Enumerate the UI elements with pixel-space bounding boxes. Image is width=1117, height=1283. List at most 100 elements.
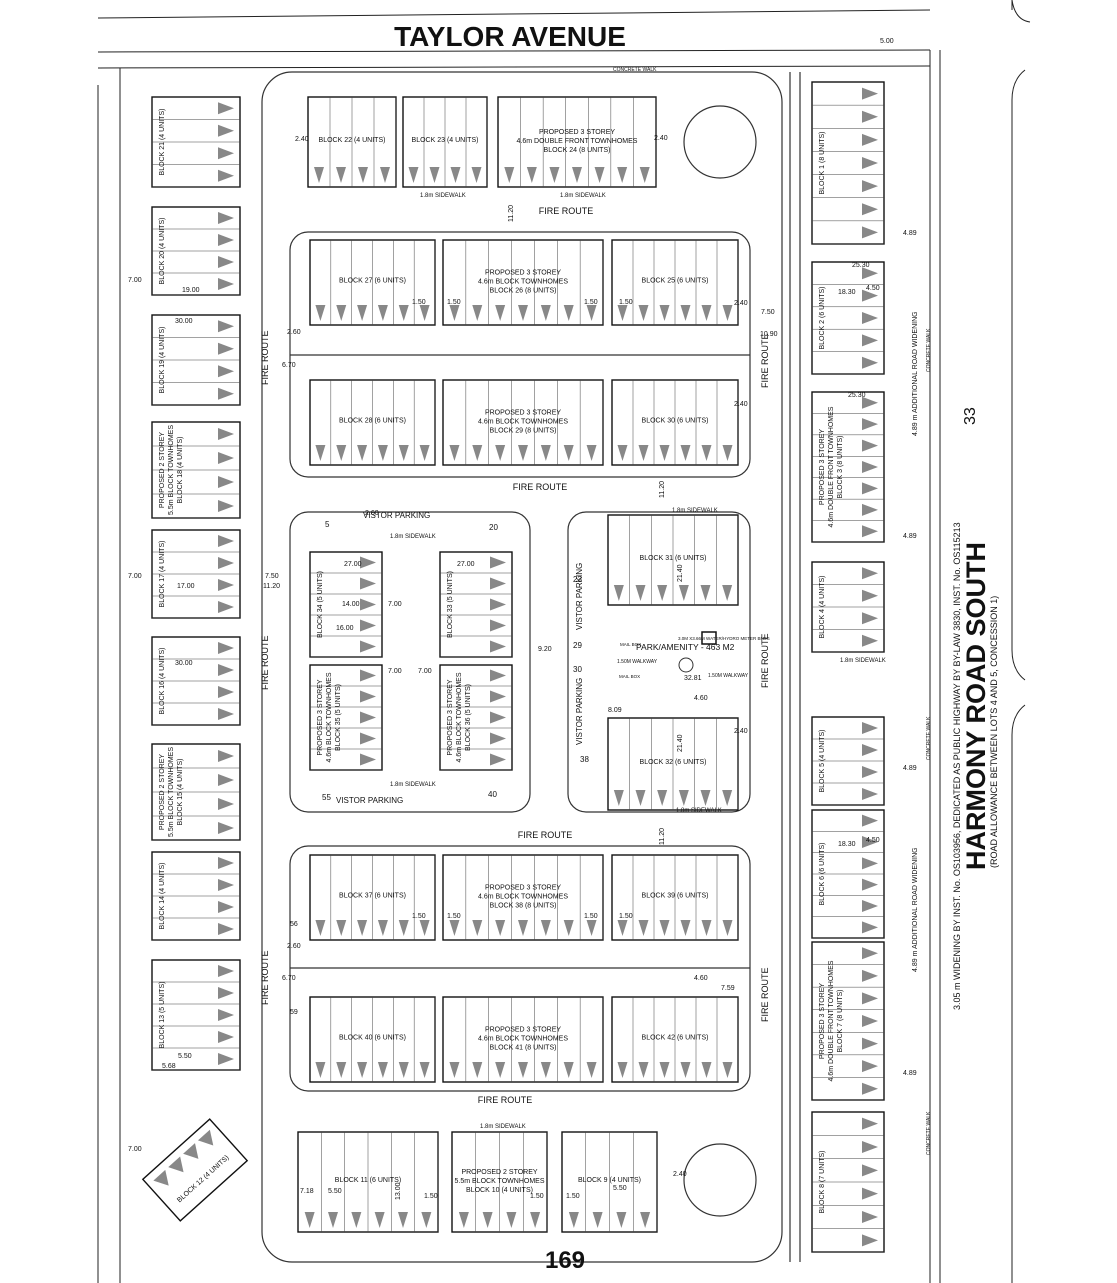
- unit-marker: [218, 664, 234, 676]
- block-label: BLOCK 7 (8 UNITS): [837, 989, 844, 1052]
- unit-marker: [635, 790, 646, 806]
- block-label: BLOCK 19 (4 UNITS): [159, 327, 166, 394]
- block-b2[interactable]: BLOCK 2 (6 UNITS): [811, 261, 885, 375]
- parking-number-40: 40: [488, 790, 497, 799]
- block-description: 4.6m DOUBLE FRONT TOWNHOMES: [517, 138, 638, 145]
- unit-marker: [495, 920, 506, 936]
- block-b32[interactable]: BLOCK 32 (6 UNITS): [607, 717, 739, 811]
- block-b14[interactable]: BLOCK 14 (4 UNITS): [151, 851, 241, 941]
- block-b22[interactable]: BLOCK 22 (4 UNITS): [307, 96, 397, 188]
- block-b9[interactable]: BLOCK 9 (4 UNITS): [561, 1131, 658, 1233]
- visitor-parking-label-3: VISTOR PARKING: [575, 678, 584, 745]
- unit-marker: [336, 305, 347, 321]
- unit-marker: [862, 567, 878, 580]
- unit-marker: [377, 445, 388, 461]
- unit-marker: [518, 1062, 528, 1078]
- unit-marker: [218, 500, 234, 512]
- unit-marker: [495, 305, 506, 321]
- block-b28[interactable]: BLOCK 28 (6 UNITS): [309, 379, 436, 466]
- dim-1120c: 11.20: [659, 828, 666, 845]
- block-b1[interactable]: BLOCK 1 (8 UNITS): [811, 81, 885, 245]
- block-label: BLOCK 16 (4 UNITS): [159, 648, 166, 715]
- dim-550b: 5.50: [328, 1188, 342, 1195]
- unit-marker: [518, 445, 528, 461]
- parking-number-55: 55: [322, 793, 331, 802]
- block-b31[interactable]: BLOCK 31 (6 UNITS): [607, 514, 739, 606]
- block-b5[interactable]: BLOCK 5 (4 UNITS): [811, 716, 885, 806]
- unit-marker: [495, 445, 506, 461]
- block-label: BLOCK 29 (8 UNITS): [490, 428, 557, 435]
- fire-route-label-9: FIRE ROUTE: [760, 633, 770, 688]
- dim-1300: 13.00: [395, 1182, 402, 1200]
- sidewalk-label-1: 1.8m SIDEWALK: [420, 193, 466, 199]
- walkway-label-2: 1.50M WALKWAY: [708, 673, 749, 679]
- block-b33[interactable]: BLOCK 33 (5 UNITS): [439, 551, 513, 658]
- block-label: BLOCK 13 (5 UNITS): [159, 982, 166, 1049]
- unit-marker: [862, 1060, 878, 1073]
- unit-marker: [862, 947, 878, 960]
- dim-150h: 1.50: [619, 913, 633, 920]
- page-number: 169: [545, 1247, 585, 1274]
- block-b16[interactable]: BLOCK 16 (4 UNITS): [151, 636, 241, 726]
- block-b37[interactable]: BLOCK 37 (6 UNITS): [309, 854, 436, 941]
- dim-460: 4.60: [694, 695, 708, 702]
- block-b12[interactable]: BLOCK 12 (4 UNITS): [141, 1118, 249, 1222]
- unit-marker: [218, 601, 234, 613]
- block-b25[interactable]: BLOCK 25 (6 UNITS): [611, 239, 739, 326]
- unit-marker: [862, 589, 878, 602]
- block-b6[interactable]: BLOCK 6 (6 UNITS): [811, 809, 885, 939]
- unit-marker: [315, 920, 326, 936]
- dim-1900: 19.00: [182, 287, 200, 294]
- unit-marker: [315, 445, 326, 461]
- block-b13[interactable]: BLOCK 13 (5 UNITS): [151, 959, 241, 1071]
- unit-marker: [862, 1211, 878, 1223]
- block-label: BLOCK 23 (4 UNITS): [412, 137, 479, 144]
- unit-marker: [380, 167, 390, 183]
- unit-marker: [218, 256, 234, 268]
- block-b27[interactable]: BLOCK 27 (6 UNITS): [309, 239, 436, 326]
- unit-marker: [862, 992, 878, 1005]
- block-b40[interactable]: BLOCK 40 (6 UNITS): [309, 996, 436, 1083]
- unit-marker: [701, 920, 712, 936]
- block-b21[interactable]: BLOCK 21 (4 UNITS): [151, 96, 241, 188]
- block-b30[interactable]: BLOCK 30 (6 UNITS): [611, 379, 739, 466]
- block-description: PROPOSED 3 STOREY: [485, 1027, 561, 1034]
- block-description: 4.6m BLOCK TOWNHOMES: [478, 279, 568, 286]
- block-b34[interactable]: BLOCK 34 (5 UNITS): [309, 551, 383, 658]
- block-b20[interactable]: BLOCK 20 (4 UNITS): [151, 206, 241, 296]
- block-b8[interactable]: BLOCK 8 (7 UNITS): [811, 1111, 885, 1253]
- block-b4[interactable]: BLOCK 4 (4 UNITS): [811, 561, 885, 653]
- unit-marker: [218, 342, 234, 355]
- dim-1400: 14.00: [342, 601, 360, 608]
- block-b19[interactable]: BLOCK 19 (4 UNITS): [151, 314, 241, 406]
- block-b17[interactable]: BLOCK 17 (4 UNITS): [151, 529, 241, 619]
- unit-marker: [360, 732, 376, 745]
- block-b23[interactable]: BLOCK 23 (4 UNITS): [402, 96, 488, 188]
- unit-marker: [360, 619, 376, 632]
- dim-1600: 16.00: [336, 625, 354, 632]
- unit-marker: [218, 879, 234, 891]
- block-label: BLOCK 38 (8 UNITS): [490, 903, 557, 910]
- unit-marker: [314, 167, 324, 183]
- unit-marker: [336, 1062, 347, 1078]
- dim-150d: 1.50: [619, 299, 633, 306]
- block-description: 4.6m BLOCK TOWNHOMES: [478, 1036, 568, 1043]
- unit-marker: [218, 147, 234, 160]
- block-b42[interactable]: BLOCK 42 (6 UNITS): [611, 996, 739, 1083]
- block-b11[interactable]: BLOCK 11 (6 UNITS): [297, 1131, 439, 1233]
- fire-route-label-8: FIRE ROUTE: [760, 333, 770, 388]
- block-b39[interactable]: BLOCK 39 (6 UNITS): [611, 854, 739, 941]
- unit-marker: [328, 1212, 338, 1228]
